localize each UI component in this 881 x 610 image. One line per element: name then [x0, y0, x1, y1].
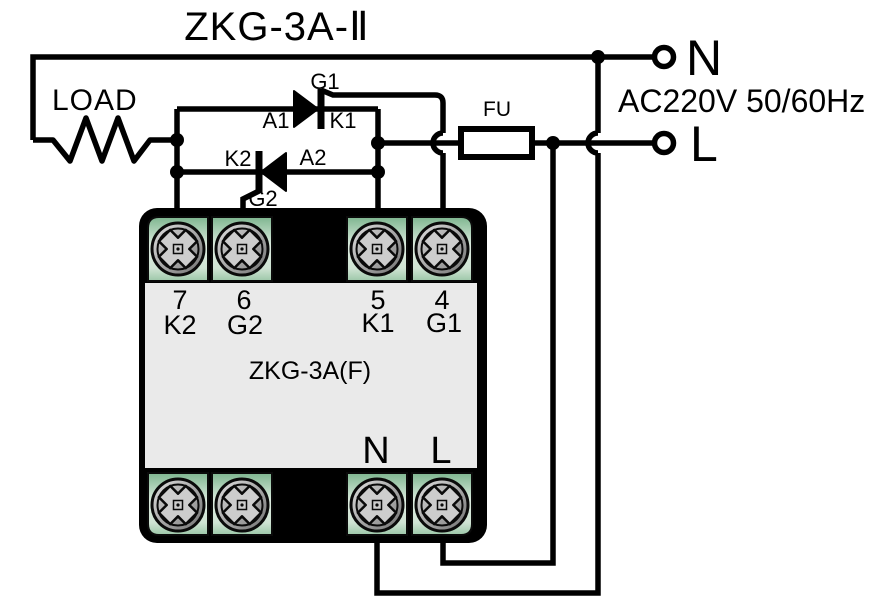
terminal-5-screw: [348, 220, 406, 278]
scr2-cathode-label: K2: [225, 146, 252, 171]
terminal-6-label: G2: [227, 310, 263, 340]
device-model: ZKG-3A(F): [249, 357, 371, 385]
terminal-l-screw: [413, 476, 471, 534]
terminal-bl1-screw: [149, 476, 207, 534]
terminal-n-screw: [348, 476, 406, 534]
scr1-gate-label: G1: [310, 69, 339, 94]
wire-neutral-top: [30, 54, 655, 140]
device-body: [145, 283, 477, 468]
terminal-5-label: K1: [361, 308, 394, 338]
scr1-symbol: [293, 89, 325, 129]
terminal-4-label: G1: [426, 308, 462, 338]
zkg-device: 7 6 5 4 K2 G2 K1 G1 ZKG-3A(F) N L: [139, 208, 487, 543]
terminal-bl2-screw: [213, 476, 271, 534]
wire-device-n: [374, 57, 601, 596]
supply-line-label: L: [690, 116, 718, 172]
load-label: LOAD: [52, 84, 138, 117]
terminal-5-number: 5: [370, 285, 385, 315]
terminal-6-screw: [213, 220, 271, 278]
terminal-l-label: L: [430, 430, 451, 472]
scr1-anode-label: A1: [263, 108, 290, 133]
terminal-6-number: 6: [236, 285, 251, 315]
diagram-title: ZKG-3A-Ⅱ: [184, 5, 369, 49]
fuse-symbol: [458, 126, 535, 160]
terminal-7-screw: [149, 220, 207, 278]
scr2-symbol: [255, 151, 287, 193]
load-resistor: [33, 115, 177, 164]
scr2-anode-label: A2: [300, 145, 327, 170]
supply-neutral-terminal: [651, 44, 677, 70]
scr1-cathode-label: K1: [330, 108, 357, 133]
terminal-4-screw: [413, 220, 471, 278]
fuse-label: FU: [483, 98, 511, 121]
terminal-7-label: K2: [163, 310, 196, 340]
supply-rating-label: AC220V 50/60Hz: [618, 83, 865, 119]
scr2-gate-label: G2: [248, 186, 277, 211]
terminal-4-number: 4: [434, 285, 449, 315]
terminal-n-label: N: [362, 430, 389, 472]
terminal-7-number: 7: [172, 285, 187, 315]
supply-neutral-label: N: [686, 30, 722, 86]
supply-line-terminal: [651, 130, 677, 156]
junction-dots: [170, 50, 605, 179]
